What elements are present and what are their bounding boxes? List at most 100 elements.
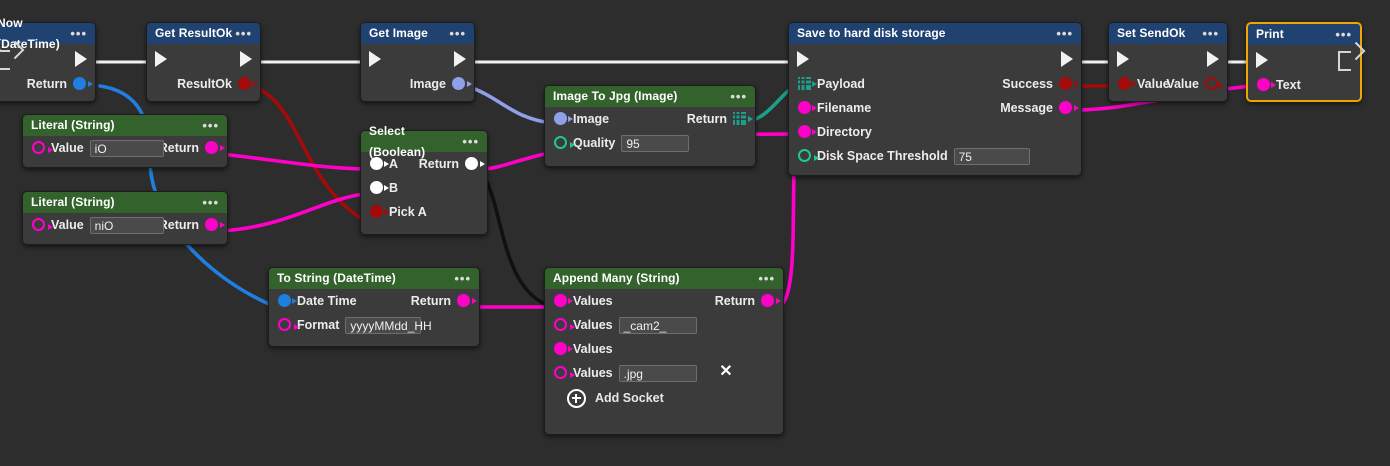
exec-output-icon[interactable]: [240, 51, 252, 67]
value-input[interactable]: 95: [621, 134, 690, 152]
node-header[interactable]: Image To Jpg (Image)•••: [545, 86, 755, 107]
value-input[interactable]: yyyyMMdd_HH: [345, 316, 432, 334]
wire-resultok-to-picka[interactable]: [249, 84, 364, 221]
value-input[interactable]: _cam2_: [618, 316, 697, 334]
node-menu-icon[interactable]: •••: [1056, 25, 1073, 41]
pin-return[interactable]: [205, 218, 225, 231]
wire-literal-nio-to-select-b[interactable]: [220, 192, 366, 233]
pin-values[interactable]: [554, 342, 573, 355]
node-header[interactable]: Literal (String)•••: [23, 115, 227, 136]
node-header[interactable]: Print•••: [1248, 24, 1360, 45]
node-get-resultok[interactable]: Get ResultOk•••ResultOk: [146, 22, 261, 102]
value-input[interactable]: 75: [953, 147, 1030, 165]
node-menu-icon[interactable]: •••: [1335, 26, 1352, 42]
node-header[interactable]: Literal (String)•••: [23, 192, 227, 213]
pin-return[interactable]: [761, 294, 781, 307]
node-menu-icon[interactable]: •••: [462, 133, 479, 149]
pin-value[interactable]: [32, 218, 53, 231]
exec-input-icon[interactable]: [1256, 52, 1268, 68]
remove-socket-button[interactable]: ✕: [719, 363, 733, 380]
node-header[interactable]: Save to hard disk storage•••: [789, 23, 1081, 44]
node-now[interactable]: Now (DateTime)•••Return: [0, 16, 96, 102]
value-input[interactable]: niO: [89, 216, 164, 234]
exec-output-icon[interactable]: [1061, 51, 1073, 67]
value-input[interactable]: .jpg: [618, 364, 697, 382]
wire-literal-io-to-select-a[interactable]: [220, 152, 366, 171]
wire-getimage-image-to-jpg[interactable]: [464, 84, 554, 125]
exec-input-icon[interactable]: [155, 51, 167, 67]
pin-text[interactable]: [1257, 78, 1276, 91]
pin-values[interactable]: [554, 294, 573, 307]
node-header[interactable]: Append Many (String)•••: [545, 268, 783, 289]
socket-label: Message: [1000, 101, 1053, 115]
node-menu-icon[interactable]: •••: [454, 270, 471, 286]
node-menu-icon[interactable]: •••: [449, 25, 466, 41]
pin-values[interactable]: [554, 318, 575, 331]
pin-quality[interactable]: [554, 136, 575, 149]
node-menu-icon[interactable]: •••: [70, 25, 87, 41]
exec-input-icon[interactable]: [1117, 51, 1129, 67]
pin-arrow: [812, 81, 817, 87]
exec-input-icon[interactable]: [797, 51, 809, 67]
pin-disk-space-threshold[interactable]: [798, 149, 819, 162]
pin-success[interactable]: [1059, 77, 1079, 90]
pin-resultok[interactable]: [238, 77, 258, 90]
node-header[interactable]: To String (DateTime)•••: [269, 268, 479, 289]
pin-value[interactable]: [32, 141, 53, 154]
exec-output-icon[interactable]: [1207, 51, 1219, 67]
node-print[interactable]: Print•••Text: [1246, 22, 1362, 102]
pin-image[interactable]: [554, 112, 573, 125]
pin-pick-a[interactable]: [370, 205, 389, 218]
socket-row: Return: [159, 136, 227, 160]
pin-return[interactable]: [73, 77, 93, 90]
add-socket-button[interactable]: Add Socket: [545, 385, 783, 411]
pin-value[interactable]: [1205, 77, 1223, 90]
node-menu-icon[interactable]: •••: [202, 117, 219, 133]
node-menu-icon[interactable]: •••: [202, 194, 219, 210]
exec-output-icon[interactable]: [75, 51, 87, 67]
node-body: Return: [0, 44, 95, 102]
pin-return[interactable]: [205, 141, 225, 154]
pin-values[interactable]: [554, 366, 575, 379]
node-header[interactable]: Select (Boolean)•••: [361, 124, 487, 159]
node-menu-icon[interactable]: •••: [235, 25, 252, 41]
io-row: Pick A: [361, 200, 487, 224]
pin-image[interactable]: [452, 77, 472, 90]
pin-b[interactable]: [370, 181, 389, 194]
exec-output-icon[interactable]: [454, 51, 466, 67]
node-header[interactable]: Set SendOk•••: [1109, 23, 1227, 44]
pin-return[interactable]: [457, 294, 477, 307]
node-menu-icon[interactable]: •••: [1202, 25, 1219, 41]
node-menu-icon[interactable]: •••: [730, 88, 747, 104]
pin-return[interactable]: [733, 112, 753, 125]
pin-value[interactable]: [1118, 77, 1137, 90]
exec-input-icon[interactable]: [369, 51, 381, 67]
node-header[interactable]: Get Image•••: [361, 23, 474, 44]
pin-message[interactable]: [1059, 101, 1079, 114]
node-header[interactable]: Get ResultOk•••: [147, 23, 260, 44]
value-input[interactable]: iO: [89, 139, 164, 157]
exec-row: [789, 44, 1081, 72]
pin-arrow: [568, 298, 573, 304]
pin-filename[interactable]: [798, 101, 817, 114]
wire-select-return-to-values3[interactable]: [480, 170, 554, 309]
pin-return[interactable]: [465, 157, 485, 170]
node-get-image[interactable]: Get Image•••Image: [360, 22, 475, 102]
exec-input-icon[interactable]: [0, 50, 10, 70]
pin-date-time[interactable]: [278, 294, 297, 307]
pin-payload[interactable]: [798, 77, 817, 90]
node-menu-icon[interactable]: •••: [758, 270, 775, 286]
pin-a[interactable]: [370, 157, 389, 170]
pin-format[interactable]: [278, 318, 299, 331]
pin-directory[interactable]: [798, 125, 817, 138]
exec-output-icon[interactable]: [1338, 51, 1351, 71]
